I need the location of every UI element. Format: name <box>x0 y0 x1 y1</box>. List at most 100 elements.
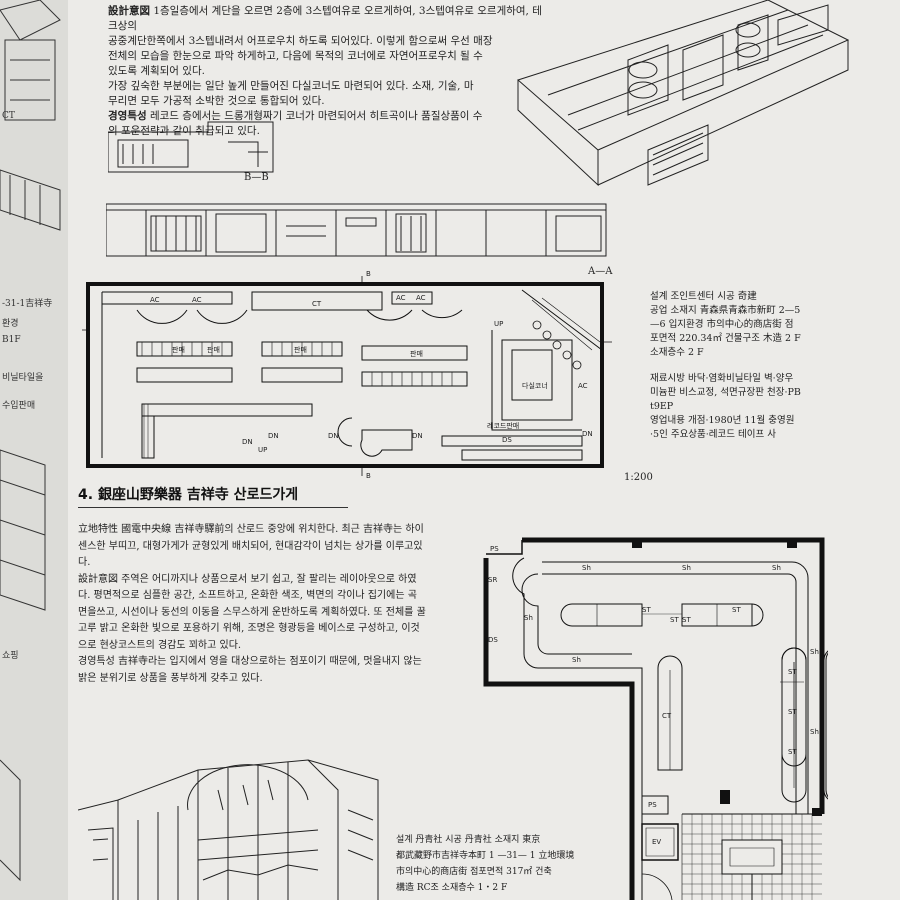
left-page-edge: CT -31-1吉祥寺 환경 B1F 비닐타일을 수입판매 쇼핑 <box>0 0 70 900</box>
plan-sh: Sh <box>682 564 691 572</box>
article4-line: 다. 평면적으로 심플한 공간, 소프트하고, 온화한 색조, 벽면의 각이나 … <box>78 590 417 601</box>
plan-ps-bottom: PS <box>648 801 657 809</box>
plan-st: ST <box>788 668 797 676</box>
plan-st: ST <box>682 616 691 624</box>
top-line-1: 1층일층에서 계단을 오르면 2층에 3스텝여유로 오르게하여, 3스텝여유로 … <box>108 5 542 32</box>
plan-label: DN <box>412 432 423 440</box>
plan-label: DN <box>328 432 339 440</box>
plan-sh: Sh <box>524 614 533 622</box>
plan-st: ST <box>670 616 679 624</box>
plan-label: AC <box>396 294 406 302</box>
article-title: 銀座山野樂器 吉祥寺 산로드가게 <box>97 487 299 503</box>
article4-line: 다. <box>78 557 91 568</box>
plan-st: ST <box>788 708 797 716</box>
plan-label: 판매 <box>410 349 423 358</box>
credit-line: 공업 소재지 青森県青森市新町 2—5 <box>650 305 801 316</box>
plan-label: B <box>366 270 371 278</box>
article4-credit-line: 설계 丹青社 시공 丹青社 소재지 東京 <box>396 835 541 845</box>
top-line-4: 있도록 계획되어 있다. <box>108 65 205 77</box>
plan-sh: Sh <box>810 648 819 656</box>
plan-label: CT <box>312 300 322 308</box>
section-bb-label: B—B <box>244 172 269 183</box>
plan-sh: Sh <box>572 656 581 664</box>
plan-sh: Sh <box>810 728 819 736</box>
article4-credit-line: 構造 RC조 소재층수 1・2 F <box>396 883 508 893</box>
article-4-floor-plan: PS SR DS Sh Sh Sh Sh Sh Sh Sh ST ST ST S… <box>483 537 828 900</box>
left-text-1: CT <box>2 111 15 121</box>
kyoeong-line-2: 의 포운전략과 같이 취급되고 있다. <box>108 125 260 137</box>
credit-line: 설계 조인트센터 시공 奇建 <box>650 291 757 302</box>
plan-ds: DS <box>488 636 498 644</box>
plan-sh: Sh <box>772 564 781 572</box>
top-line-5: 가장 깊숙한 부분에는 일단 높게 만들어진 다실코너도 마련되어 있다. 소재… <box>108 80 474 92</box>
plan-st: ST <box>642 606 651 614</box>
plan-label: UP <box>258 446 267 454</box>
plan-label: 판매 <box>294 345 307 354</box>
plan-label: AC <box>416 294 426 302</box>
article-4-body: 立地特性 國電中央線 吉祥寺驛前의 산로드 중앙에 위치한다. 최근 吉祥寺는 … <box>78 522 488 687</box>
plan-ps-top: PS <box>490 545 499 553</box>
section-aa-drawing <box>106 203 607 257</box>
top-article-text: 設計意図 1층일층에서 계단을 오르면 2층에 3스텝여유로 오르게하여, 3스… <box>108 4 548 139</box>
kyoeong-line-1: 레코드 층에서는 드롱개형짜기 코너가 마련되어서 히트곡이나 품질상품이 수 <box>149 110 483 122</box>
plan-sr: SR <box>488 576 497 584</box>
plan-sh: Sh <box>582 564 591 572</box>
plan-label: DS <box>502 436 512 444</box>
plan-label: 레코드판매 <box>487 421 519 430</box>
left-text-2: -31-1吉祥寺 <box>2 299 53 309</box>
top-line-3: 전체의 모습을 한눈으로 파악 하게하고, 다음에 목적의 코너에로 자연어프로… <box>108 50 483 62</box>
plan-scale: 1:200 <box>624 472 653 483</box>
plan-label: DN <box>582 430 593 438</box>
article4-line: 밝은 분위기로 상품을 풍부하게 갖추고 있다. <box>78 672 263 684</box>
top-credits: 설계 조인트센터 시공 奇建 공업 소재지 青森県青森市新町 2—5 —6 입지… <box>650 290 820 442</box>
plan-label: B <box>366 472 371 480</box>
article4-credit-line: 市의中心的商店街 점포면적 317㎡ 건축 <box>396 867 552 877</box>
section-aa-label: A—A <box>588 266 613 277</box>
left-page-drawings <box>0 0 61 882</box>
credit-line: 포면적 220.34㎡ 건물구조 木造 2 F <box>650 333 801 344</box>
credit-line: —6 입지환경 市의中心的商店街 점 <box>650 319 794 330</box>
plan-st: ST <box>788 748 797 756</box>
plan-ct: CT <box>662 712 672 720</box>
material-line: 영업내용 개점·1980년 11월 충영원 <box>650 415 795 426</box>
article-number: 4. <box>78 487 94 503</box>
article4-line: 으로 현상코스트의 경감도 꾀하고 있다. <box>78 639 242 651</box>
credit-line: 소재층수 2 F <box>650 347 704 358</box>
top-floor-plan: AC AC CT AC AC UP 판매 판매 판매 판매 DN DN DN D… <box>82 270 612 480</box>
top-line-2: 공중계단한쪽에서 3스텝내려서 어프로우치 하도록 되어있다. 이렇게 함으로써… <box>108 35 493 47</box>
material-line: 미늄판 비스교정, 석면규장판 천장·PB <box>650 387 801 398</box>
kyoeong-label: 경영특성 <box>108 110 147 122</box>
plan-label: AC <box>150 296 160 304</box>
top-line-6: 무리면 모두 가공적 소박한 것으로 통합되어 있다. <box>108 95 325 107</box>
material-line: t9EP <box>650 401 674 412</box>
article4-line: 고루 밝고 온화한 빛으로 포용하기 위해, 조명은 형광등을 베이스로 구성하… <box>78 623 420 634</box>
plan-label: DN <box>268 432 279 440</box>
article4-credit-line: 都武藏野市吉祥寺本町 1 —31— 1 立地環境 <box>396 851 575 861</box>
plan-label: UP <box>494 320 503 328</box>
plan-label: 다실코너 <box>522 381 548 390</box>
plan-label: 판매 <box>207 345 220 354</box>
plan-label: AC <box>192 296 202 304</box>
section-bb-drawing <box>108 121 274 173</box>
article4-line: 센스한 부띠끄, 대형가게가 균형있게 배치되어, 현대감각이 넘치는 상가를 … <box>78 540 423 552</box>
plan-label: AC <box>578 382 588 390</box>
left-text-5: 비닐타일을 <box>2 373 44 383</box>
intent-label: 設計意図 <box>108 5 150 17</box>
article-4-heading: 4. 銀座山野樂器 吉祥寺 산로드가게 <box>78 484 348 508</box>
article4-line: 立地特性 國電中央線 吉祥寺驛前의 산로드 중앙에 위치한다. 최근 吉祥寺는 … <box>78 524 424 535</box>
left-text-4: B1F <box>2 335 21 345</box>
article4-line: 設計意図 주역은 어디까지나 상품으로서 보기 쉽고, 잘 팔리는 레이아웃으로… <box>78 573 417 585</box>
plan-label: 판매 <box>172 345 185 354</box>
material-line: 재료시방 바닥·염화비닐타일 벽·양우 <box>650 373 794 384</box>
left-text-6: 수입판매 <box>2 401 36 411</box>
plan-label: DN <box>242 438 253 446</box>
plan-st: ST <box>732 606 741 614</box>
article4-line: 경영특성 吉祥寺라는 입지에서 영을 대상으로하는 점포이기 때문에, 멋을내지… <box>78 656 422 667</box>
article-4-credits: 설계 丹青社 시공 丹青社 소재지 東京 都武藏野市吉祥寺本町 1 —31— 1… <box>396 832 626 896</box>
article4-line: 면을쓰고, 시선이나 동선의 이동을 스무스하게 운반하도록 계획하였다. 또 … <box>78 606 426 618</box>
material-line: ·5인 주요상품·레코드 테이프 사 <box>650 429 777 440</box>
left-text-3: 환경 <box>2 319 19 329</box>
left-text-8: 쇼핑 <box>2 651 19 661</box>
plan-ev: EV <box>652 838 661 846</box>
isometric-store-drawing <box>517 0 850 187</box>
